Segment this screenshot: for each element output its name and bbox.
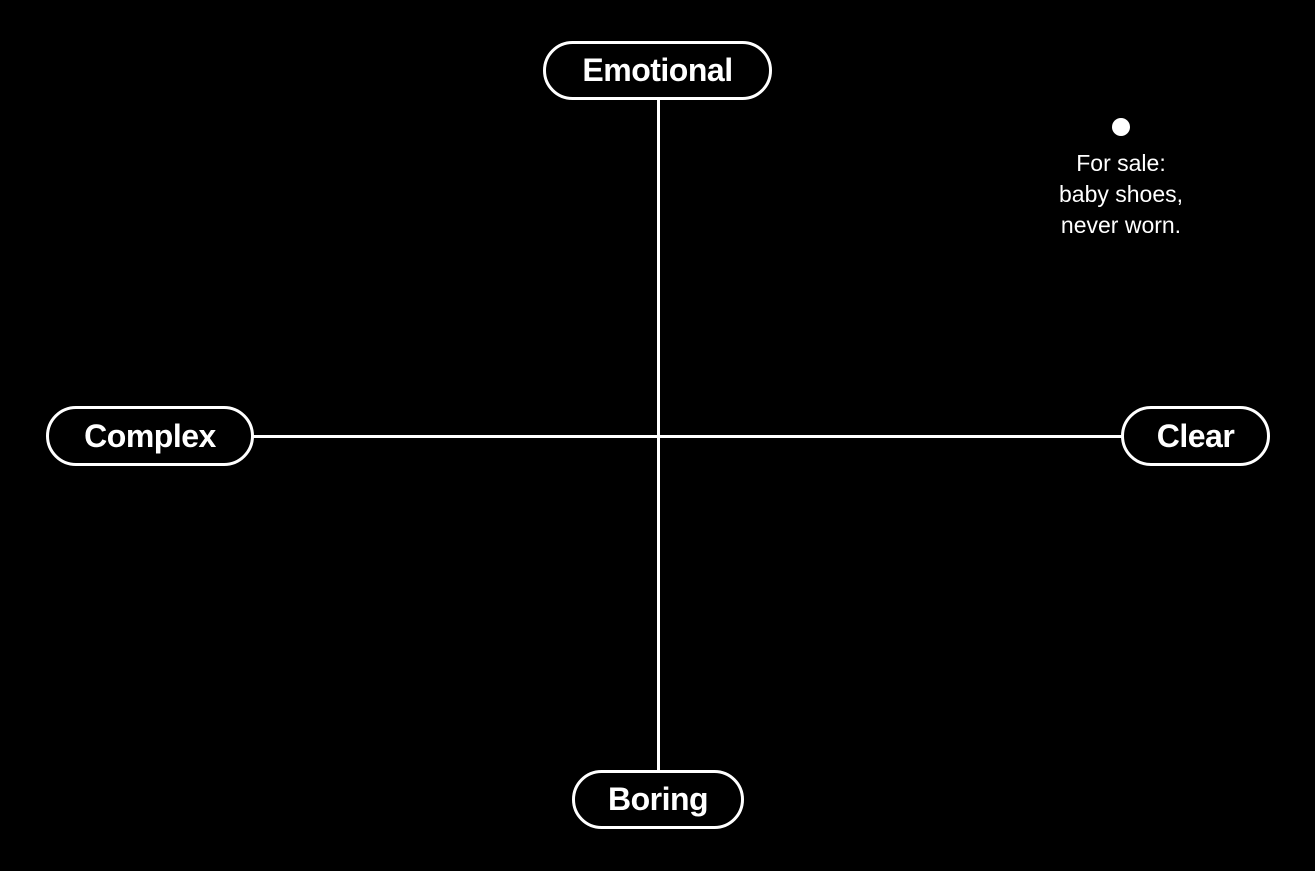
axis-label-emotional: Emotional — [543, 41, 772, 100]
plot-point-label-line: baby shoes, — [1058, 181, 1184, 207]
axis-label-boring: Boring — [572, 770, 744, 829]
axis-label-clear: Clear — [1121, 406, 1270, 466]
plot-point-marker — [1112, 118, 1130, 136]
plot-point-label-line: never worn. — [1060, 212, 1182, 238]
axis-label-complex: Complex — [46, 406, 254, 466]
plot-point-label-line: For sale: — [1076, 150, 1166, 176]
plot-point-label: For sale: baby shoes, never worn. — [1020, 148, 1222, 241]
horizontal-axis — [252, 435, 1124, 438]
